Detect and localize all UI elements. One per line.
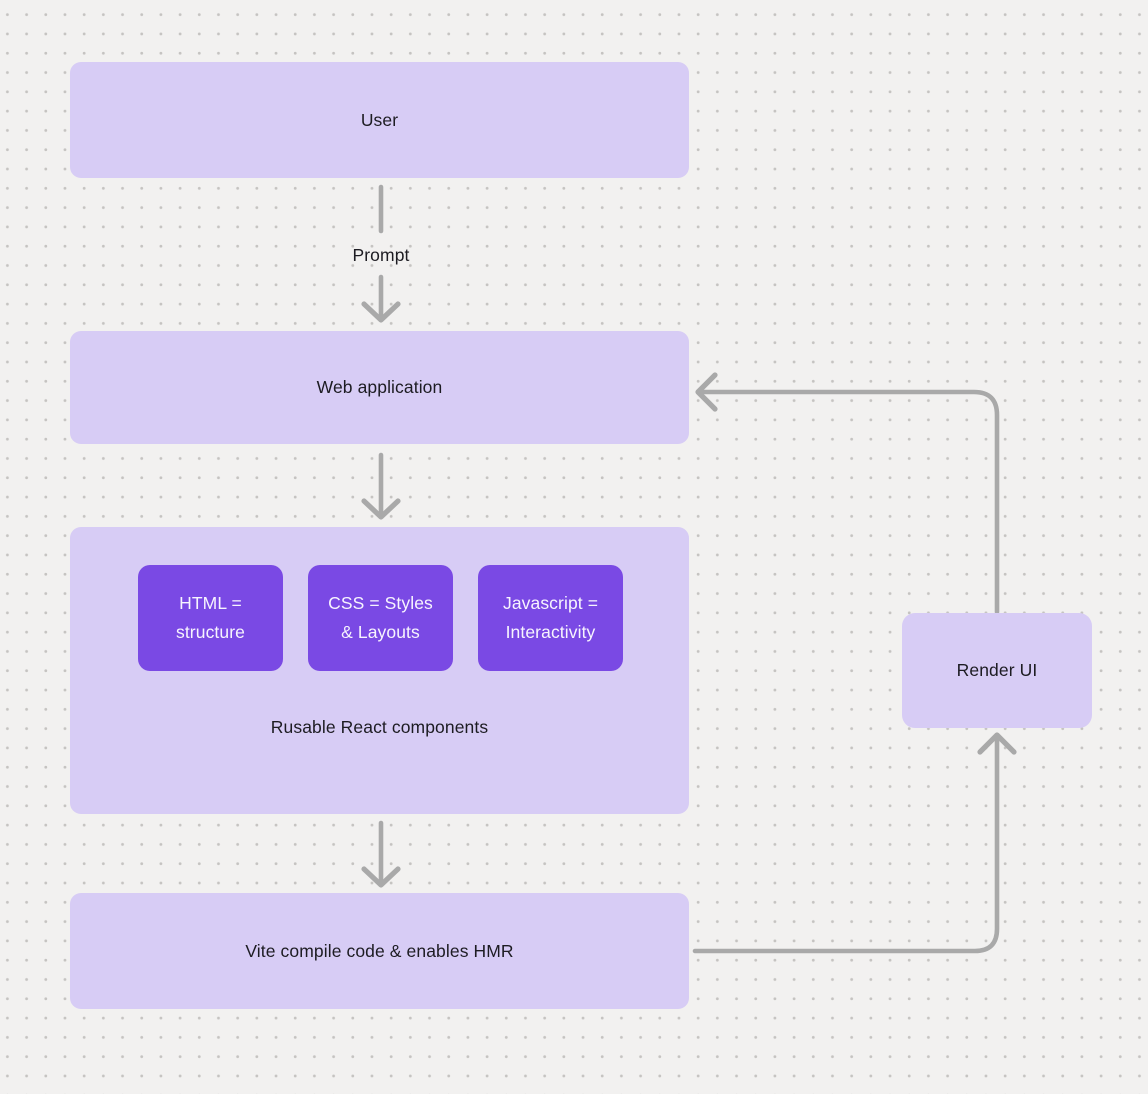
edge-vite-to-render bbox=[692, 732, 1017, 954]
arrow-left-icon bbox=[695, 372, 718, 412]
node-render-ui[interactable]: Render UI bbox=[902, 613, 1092, 728]
node-user-label: User bbox=[360, 109, 399, 130]
arrow-up-icon bbox=[977, 732, 1017, 755]
edge-render-to-webapp-path bbox=[700, 389, 1000, 615]
chip-css[interactable]: CSS = Styles & Layouts bbox=[308, 565, 453, 671]
arrow-down-icon bbox=[361, 301, 401, 323]
chip-css-label: CSS = Styles & Layouts bbox=[328, 593, 433, 642]
components-group-caption: Rusable React components bbox=[270, 717, 489, 737]
node-user[interactable]: User bbox=[70, 62, 689, 178]
node-render-ui-label: Render UI bbox=[956, 660, 1038, 680]
edge-components-to-vite bbox=[361, 820, 401, 888]
edge-label-prompt: Prompt bbox=[352, 245, 410, 265]
node-vite[interactable]: Vite compile code & enables HMR bbox=[70, 893, 689, 1009]
node-web-application-label: Web application bbox=[316, 377, 443, 397]
chip-html[interactable]: HTML = structure bbox=[138, 565, 283, 671]
node-react-components-group[interactable]: HTML = structure CSS = Styles & Layouts … bbox=[70, 527, 689, 814]
chip-javascript[interactable]: Javascript = Interactivity bbox=[478, 565, 623, 671]
edge-render-to-webapp bbox=[695, 372, 1000, 615]
edge-vite-to-render-path bbox=[692, 737, 1000, 954]
node-vite-label: Vite compile code & enables HMR bbox=[245, 940, 514, 961]
edge-webapp-to-components bbox=[361, 452, 401, 520]
chip-javascript-label: Javascript = Interactivity bbox=[502, 593, 599, 642]
node-web-application[interactable]: Web application bbox=[70, 331, 689, 444]
chip-html-label: HTML = structure bbox=[176, 593, 245, 642]
arrow-down-icon bbox=[361, 866, 401, 888]
arrow-down-icon bbox=[361, 498, 401, 520]
